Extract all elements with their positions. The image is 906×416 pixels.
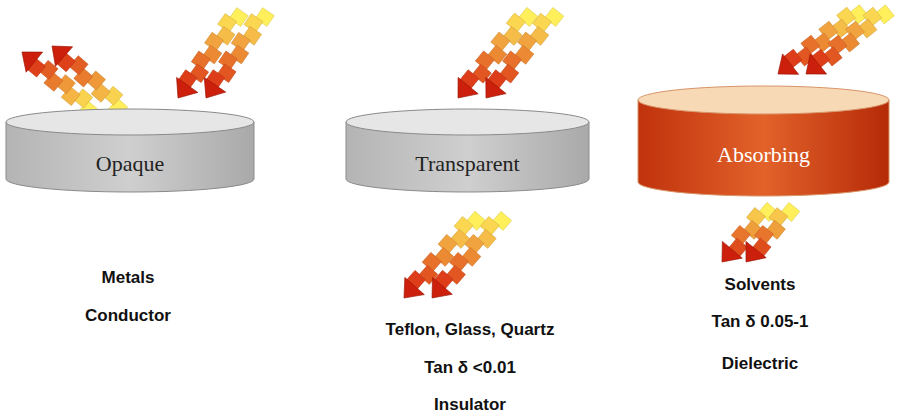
wave-arrow [736, 197, 802, 270]
material-name: Absorbing [717, 142, 810, 168]
material-property: Insulator [434, 395, 506, 415]
material-property: Dielectric [722, 354, 799, 374]
wave-arrow [43, 36, 133, 120]
material-property: Solvents [725, 275, 796, 295]
material-name: Opaque [96, 151, 164, 177]
material-name: Transparent [415, 151, 519, 177]
material-property: Tan δ 0.05-1 [712, 312, 809, 332]
cylinder-outline [637, 85, 890, 197]
material-property: Teflon, Glass, Quartz [386, 320, 555, 340]
wave-arrow [422, 206, 514, 307]
wave-arrow [770, 0, 870, 84]
wave-arrow [167, 3, 250, 106]
wave-arrow [448, 2, 540, 106]
material-property: Metals [102, 268, 155, 288]
material-property: Tan δ <0.01 [424, 358, 516, 378]
wave-arrow [476, 2, 566, 106]
material-cylinder: Transparent [345, 108, 590, 193]
wave-arrow [195, 3, 276, 106]
material-cylinder: Absorbing [637, 85, 890, 197]
wave-arrow [394, 205, 488, 306]
material-property: Conductor [85, 306, 171, 326]
material-cylinder: Opaque [5, 108, 255, 193]
wave-arrow [798, 0, 896, 84]
wave-arrow [712, 197, 780, 271]
